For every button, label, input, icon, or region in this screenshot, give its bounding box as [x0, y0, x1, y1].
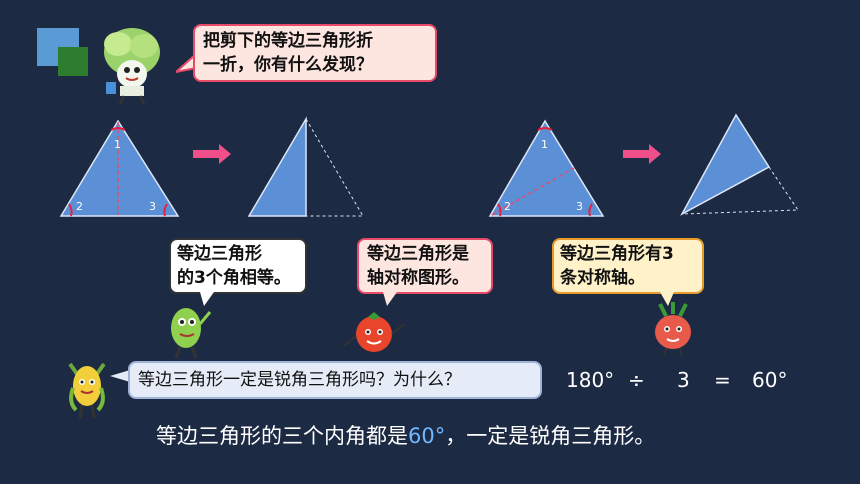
- finding1-line1: 等边三角形: [177, 244, 262, 264]
- calc-total: 180°: [566, 368, 615, 392]
- calc-result: 60°: [752, 368, 788, 392]
- tomato-character-icon: [343, 312, 405, 352]
- calc-op: ÷: [628, 368, 645, 392]
- triangle-2: 1 2 3: [488, 119, 605, 217]
- triangle-1: 1 2 3: [59, 119, 180, 217]
- angle-label-2: 2: [76, 200, 83, 213]
- question-bubble: 把剪下的等边三角形折 一折，你有什么发现？: [193, 24, 437, 82]
- speech-tail: [383, 292, 397, 306]
- folded-triangle-2: [680, 113, 799, 216]
- question-line1: 把剪下的等边三角形折: [203, 31, 373, 51]
- angle-label-2b: 2: [504, 200, 511, 213]
- finding2-line1: 等边三角形是: [367, 244, 469, 264]
- green-square-icon: [58, 47, 88, 76]
- question2-bubble: 等边三角形一定是锐角三角形吗？为什么？: [128, 361, 542, 399]
- corn-character-icon: [68, 362, 106, 419]
- question-line2: 一折，你有什么发现？: [203, 55, 373, 75]
- question2-text: 等边三角形一定是锐角三角形吗？为什么？: [138, 370, 461, 390]
- cabbage-character-icon: [104, 28, 160, 105]
- finding-bubble-2: 等边三角形是 轴对称图形。: [357, 238, 493, 294]
- answer-after: ，一定是锐角三角形。: [445, 424, 656, 448]
- speech-tail: [110, 370, 130, 382]
- finding3-line2: 条对称轴。: [560, 268, 645, 288]
- answer-line: 等边三角形的三个内角都是60°，一定是锐角三角形。: [156, 420, 655, 450]
- radish-character-icon: [655, 302, 691, 357]
- angle-label-3b: 3: [576, 200, 583, 213]
- finding2-line2: 轴对称图形。: [367, 268, 469, 288]
- answer-highlight: 60°: [408, 424, 446, 448]
- arrow-icon: [623, 144, 661, 164]
- speech-tail: [660, 292, 674, 306]
- calc-eq: =: [714, 368, 731, 392]
- finding1-line2: 的3个角相等。: [177, 268, 291, 288]
- angle-label-3: 3: [149, 200, 156, 213]
- angle-label-1: 1: [114, 138, 121, 151]
- folded-triangle-1: [247, 116, 364, 217]
- finding-bubble-3: 等边三角形有3 条对称轴。: [552, 238, 704, 294]
- finding3-line1: 等边三角形有3: [560, 244, 674, 264]
- arrow-icon: [193, 144, 231, 164]
- speech-tail: [200, 292, 214, 306]
- pea-character-icon: [171, 308, 212, 359]
- calc-divisor: 3: [677, 368, 690, 392]
- angle-label-1b: 1: [541, 138, 548, 151]
- answer-before: 等边三角形的三个内角都是: [156, 424, 408, 448]
- finding-bubble-1: 等边三角形 的3个角相等。: [169, 238, 307, 294]
